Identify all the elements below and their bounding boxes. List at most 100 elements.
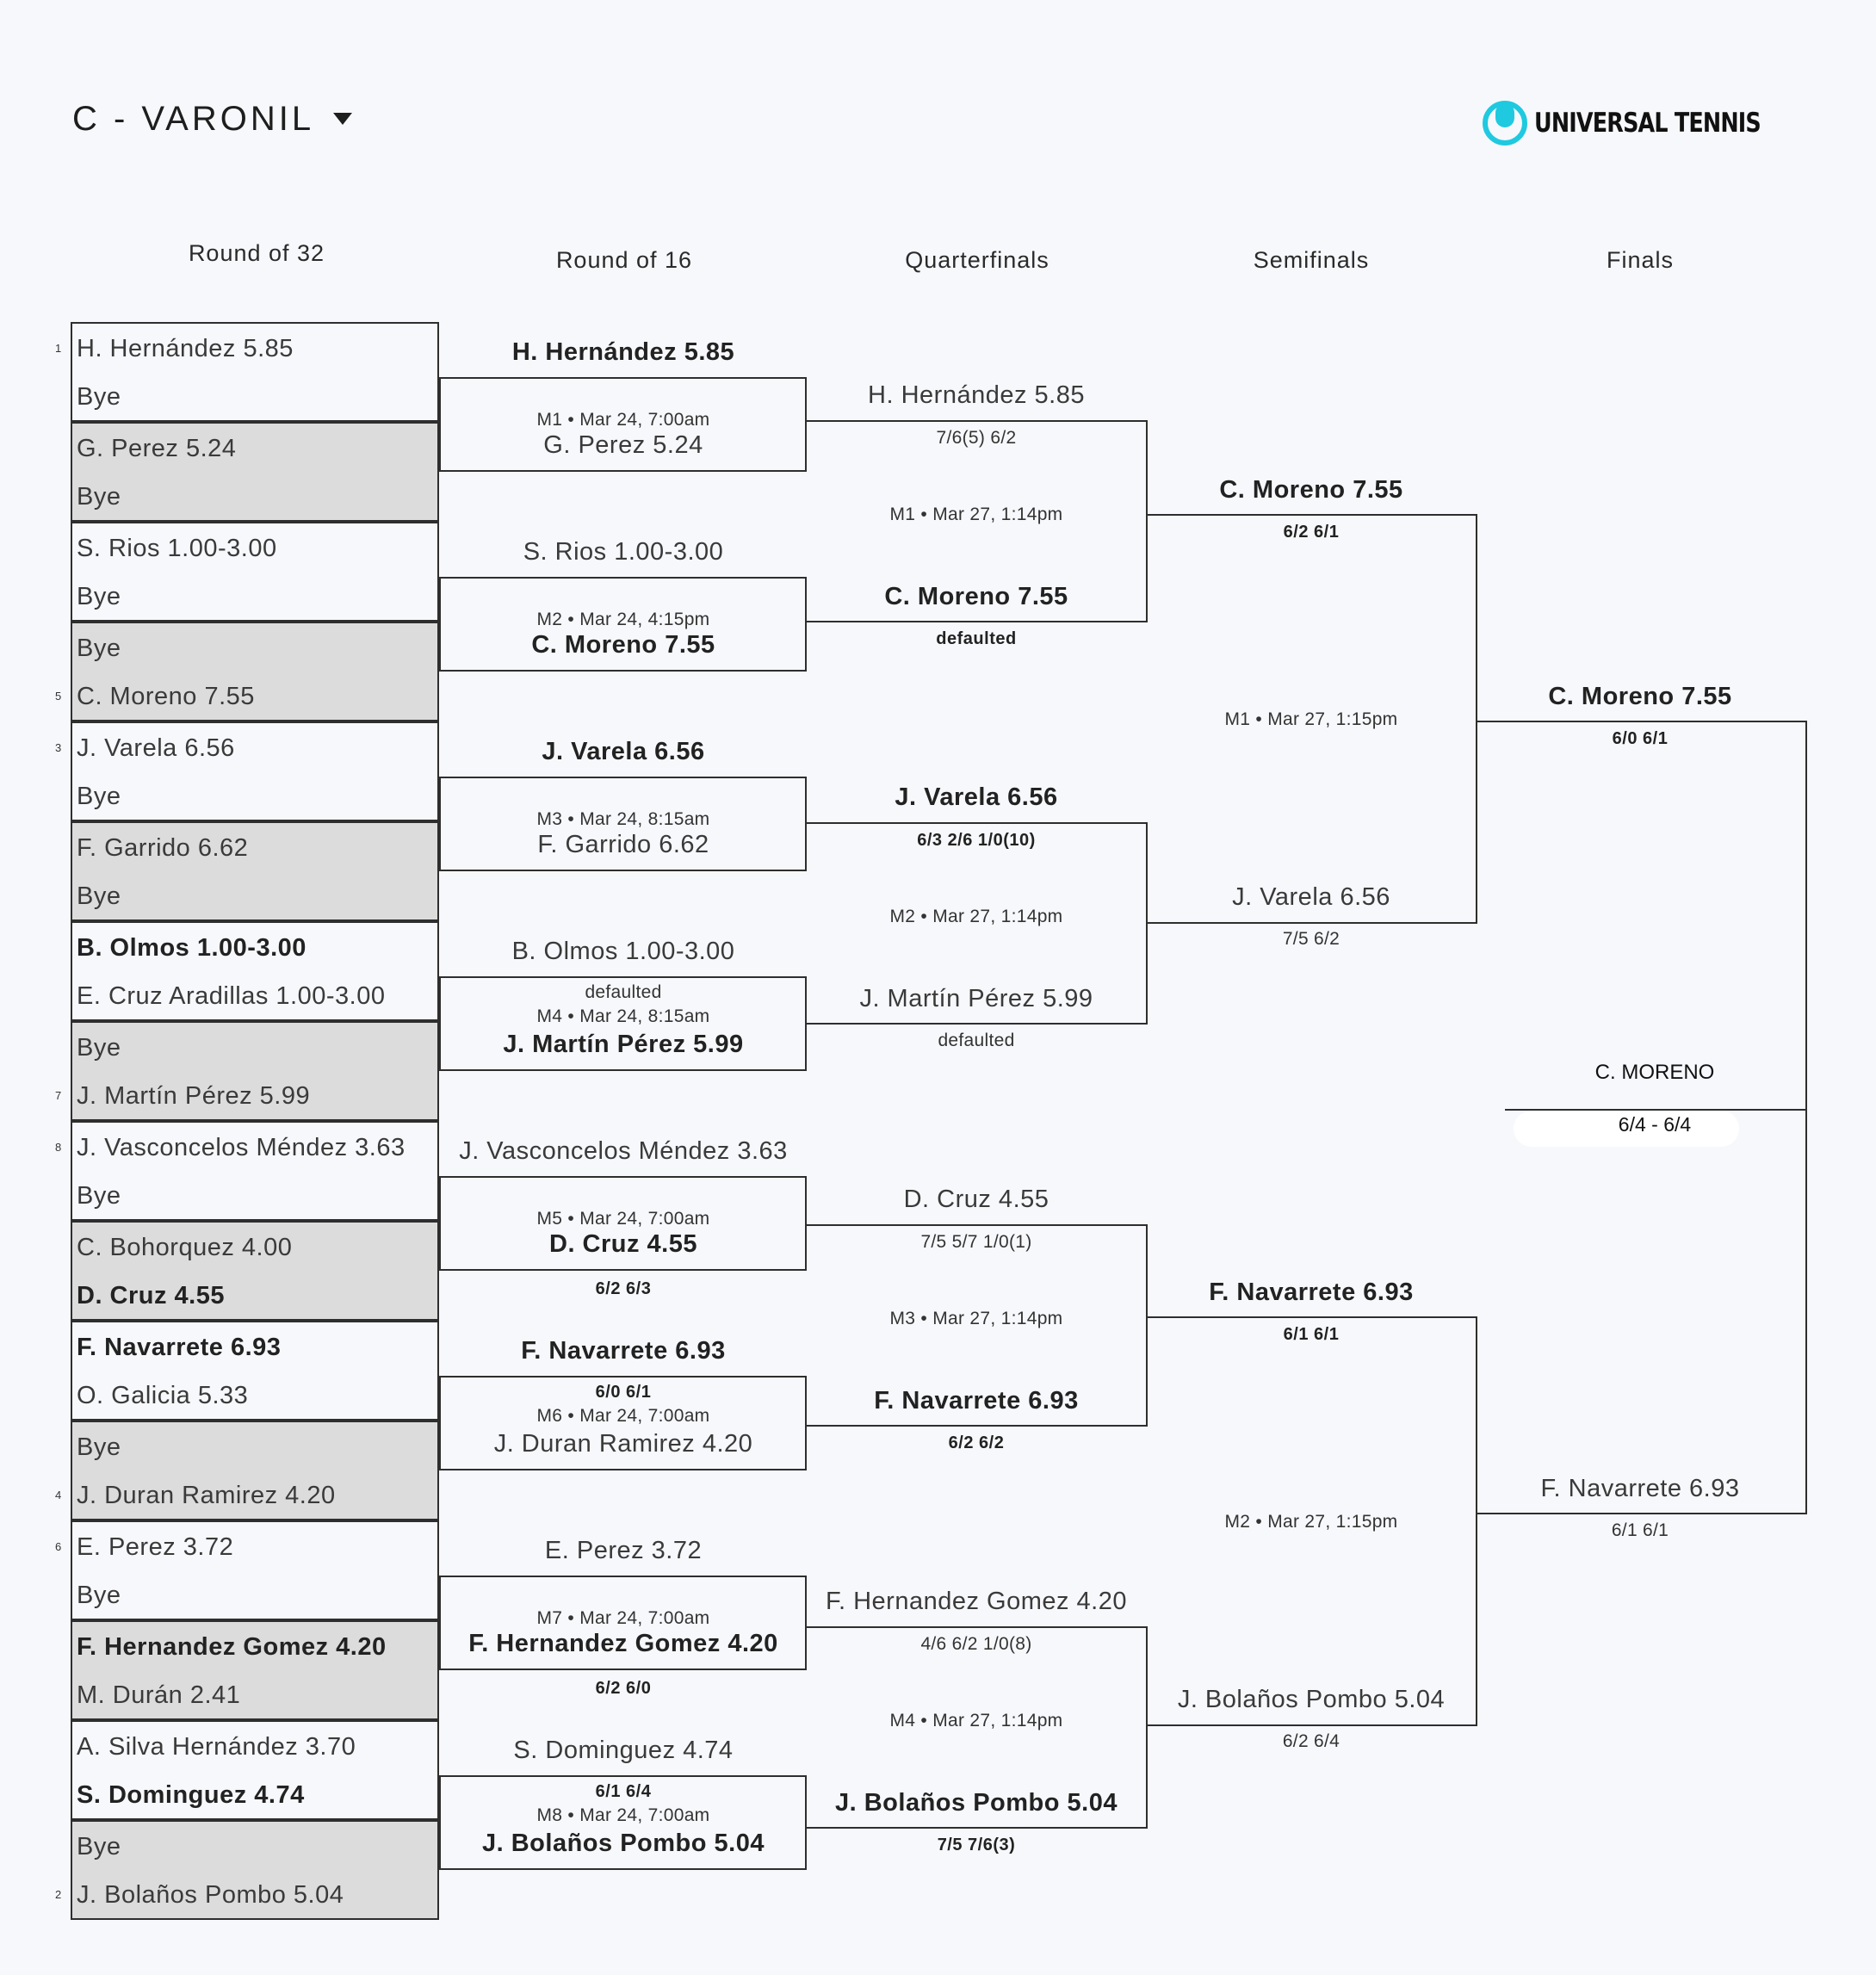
r32-player[interactable]: Bye [77, 1182, 121, 1210]
sf-connector [1476, 1316, 1477, 1726]
r16-player-top: H. Hernández 5.85 [511, 338, 735, 366]
r16-match-box[interactable] [439, 1775, 807, 1870]
r32-player[interactable]: H. Hernández 5.85 [77, 335, 294, 362]
r32-player[interactable]: S. Dominguez 4.74 [77, 1781, 305, 1809]
r32-match[interactable]: F. Navarrete 6.93 O. Galicia 5.33 [71, 1321, 439, 1421]
qf-player-bottom: C. Moreno 7.55 [884, 583, 1068, 610]
r32-player[interactable]: Bye [77, 583, 121, 610]
division-dropdown[interactable]: C - VARONIL [72, 93, 353, 145]
r16-match-info: M2 • Mar 24, 4:15pm [536, 610, 710, 629]
r16-player-top: E. Perez 3.72 [544, 1537, 703, 1564]
round-header: Finals [1606, 247, 1675, 273]
r32-player[interactable]: Bye [77, 483, 121, 511]
r16-match-box[interactable] [439, 976, 807, 1071]
r16-match-info: M6 • Mar 24, 7:00am [536, 1406, 710, 1426]
qf-player-bottom: J. Martín Pérez 5.99 [859, 985, 1093, 1012]
sf-score-top: 6/1 6/1 [1283, 1325, 1340, 1344]
qf-line-top [807, 420, 1146, 422]
r16-match-info: M5 • Mar 24, 7:00am [536, 1209, 710, 1229]
r32-player[interactable]: Bye [77, 783, 121, 810]
r16-player-bottom: J. Martín Pérez 5.99 [503, 1031, 744, 1058]
qf-player-top: H. Hernández 5.85 [868, 381, 1085, 409]
r32-match[interactable]: F. Hernandez Gomez 4.20 M. Durán 2.41 [71, 1620, 439, 1720]
r32-player[interactable]: J. Duran Ramirez 4.20 [77, 1482, 336, 1509]
qf-line-bottom [807, 1425, 1146, 1427]
sf-player-top: C. Moreno 7.55 [1219, 476, 1403, 504]
universal-tennis-logo-icon [1483, 101, 1527, 145]
qf-player-bottom: J. Bolaños Pombo 5.04 [835, 1789, 1118, 1817]
r32-player[interactable]: Bye [77, 882, 121, 910]
qf-line-top [807, 1626, 1146, 1628]
r32-player[interactable]: D. Cruz 4.55 [77, 1282, 225, 1309]
r32-player[interactable]: F. Hernandez Gomez 4.20 [77, 1633, 387, 1661]
r32-player[interactable]: E. Perez 3.72 [77, 1533, 234, 1561]
seed-number: 1 [55, 342, 62, 355]
r32-player[interactable]: O. Galicia 5.33 [77, 1382, 249, 1409]
r32-match[interactable]: A. Silva Hernández 3.70 S. Dominguez 4.74 [71, 1720, 439, 1820]
r32-player[interactable]: J. Bolaños Pombo 5.04 [77, 1881, 344, 1909]
r16-player-bottom: C. Moreno 7.55 [531, 631, 715, 659]
r16-player-top: F. Navarrete 6.93 [521, 1337, 726, 1365]
r16-match-info: M4 • Mar 24, 8:15am [536, 1006, 710, 1026]
r16-match-box[interactable] [439, 577, 807, 672]
sf-line-bottom [1146, 922, 1476, 924]
seed-number: 3 [55, 741, 62, 754]
r32-player[interactable]: Bye [77, 1034, 121, 1062]
sf-line-top [1146, 1316, 1476, 1318]
qf-player-bottom: F. Navarrete 6.93 [874, 1387, 1079, 1415]
r16-player-bottom: J. Duran Ramirez 4.20 [493, 1430, 753, 1458]
r16-match-box[interactable] [439, 377, 807, 472]
qf-score-top: 7/6(5) 6/2 [936, 428, 1017, 448]
r16-player-bottom: F. Garrido 6.62 [537, 831, 709, 858]
r16-match-box[interactable] [439, 1576, 807, 1670]
r32-match[interactable]: B. Olmos 1.00-3.00 E. Cruz Aradillas 1.00… [71, 921, 439, 1021]
r32-match[interactable]: Bye C. Moreno 7.55 5 [55, 622, 439, 721]
r32-player[interactable]: C. Bohorquez 4.00 [77, 1234, 293, 1261]
seed-number: 7 [55, 1089, 62, 1102]
r32-player[interactable]: Bye [77, 1433, 121, 1461]
qf-line-top [807, 1224, 1146, 1226]
r32-player[interactable]: Bye [77, 383, 121, 411]
r16-match-box[interactable] [439, 777, 807, 871]
seed-number: 5 [55, 690, 62, 703]
r32-player[interactable]: G. Perez 5.24 [77, 435, 237, 462]
r32-player[interactable]: S. Rios 1.00-3.00 [77, 535, 277, 562]
r16-match-box[interactable] [439, 1376, 807, 1470]
brand-logo: UNIVERSAL TENNIS [1483, 99, 1811, 147]
r32-player[interactable]: J. Vasconcelos Méndez 3.63 [77, 1134, 406, 1161]
r16-player-bottom: F. Hernandez Gomez 4.20 [468, 1630, 778, 1657]
r16-match-box[interactable] [439, 1176, 807, 1271]
r32-player[interactable]: Bye [77, 1582, 121, 1609]
r32-player[interactable]: A. Silva Hernández 3.70 [77, 1733, 356, 1761]
sf-score-bottom: 6/2 6/4 [1282, 1731, 1340, 1751]
r32-player[interactable]: J. Varela 6.56 [77, 734, 235, 762]
r32-player[interactable]: Bye [77, 635, 121, 662]
qf-line-bottom [807, 1023, 1146, 1025]
sf-line-top [1146, 514, 1476, 516]
r32-match[interactable]: C. Bohorquez 4.00 D. Cruz 4.55 [71, 1221, 439, 1321]
r32-player[interactable]: E. Cruz Aradillas 1.00-3.00 [77, 982, 386, 1010]
r32-player[interactable]: F. Navarrete 6.93 [77, 1334, 282, 1361]
r16-player-top: B. Olmos 1.00-3.00 [511, 938, 735, 965]
r32-player[interactable]: C. Moreno 7.55 [77, 683, 255, 710]
r32-player[interactable]: B. Olmos 1.00-3.00 [77, 934, 306, 962]
r16-score: defaulted [585, 982, 662, 1002]
caret-down-icon [333, 113, 353, 125]
champion-line [1505, 1109, 1805, 1111]
qf-score-bottom: defaulted [938, 1031, 1015, 1050]
r32-match[interactable]: Bye J. Martín Pérez 5.99 7 [55, 1021, 439, 1121]
r32-player[interactable]: M. Durán 2.41 [77, 1681, 241, 1709]
r32-player[interactable]: Bye [77, 1833, 121, 1860]
r32-player[interactable]: J. Martín Pérez 5.99 [77, 1082, 311, 1110]
r32-player[interactable]: F. Garrido 6.62 [77, 834, 249, 862]
r16-player-bottom: D. Cruz 4.55 [549, 1230, 697, 1258]
